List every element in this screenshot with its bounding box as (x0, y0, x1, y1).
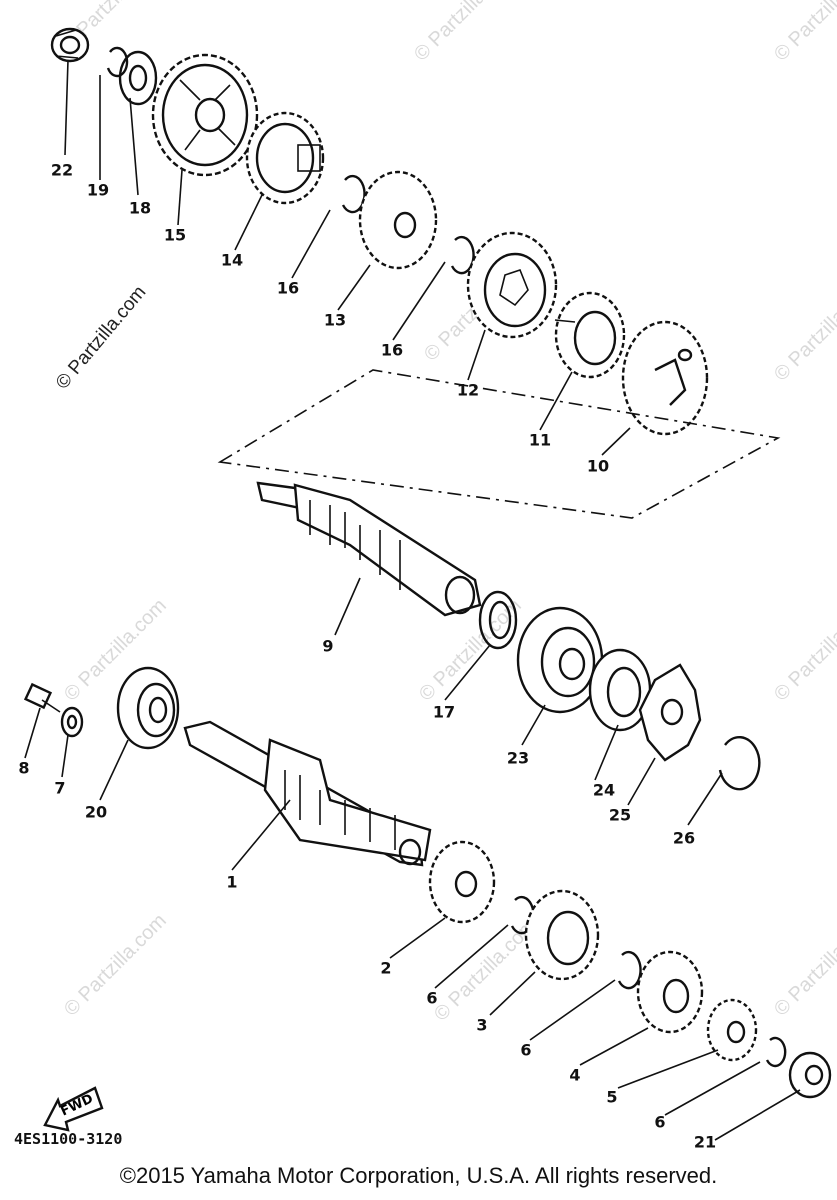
exploded-parts-diagram (23, 27, 832, 1141)
circlip-26 (718, 735, 761, 791)
gear-13 (358, 170, 438, 270)
circlip-19 (106, 46, 129, 78)
callout-19: 19 (86, 180, 110, 200)
bearing-23 (516, 606, 604, 714)
callout-13: 13 (323, 310, 347, 330)
callout-24: 24 (592, 780, 616, 800)
callout-14: 14 (220, 250, 244, 270)
callout-18: 18 (128, 198, 152, 218)
callout-25: 25 (608, 805, 632, 825)
callout-12: 12 (456, 380, 480, 400)
callout-17: 17 (432, 702, 456, 722)
callout-26: 26 (672, 828, 696, 848)
callout-15: 15 (163, 225, 187, 245)
callout-6: 6 (654, 1112, 666, 1132)
gear-15 (151, 53, 259, 177)
copyright-notice: ©2015 Yamaha Motor Corporation, U.S.A. A… (119, 1163, 718, 1188)
gear-2 (428, 840, 496, 924)
bearing-20 (116, 666, 180, 750)
bolt-8 (23, 682, 61, 713)
callout-9: 9 (322, 636, 334, 656)
assembly-boundary (217, 369, 781, 519)
callout-16: 16 (380, 340, 404, 360)
leader-lines (24, 59, 801, 1141)
callout-4: 4 (569, 1065, 581, 1085)
gear-4 (636, 950, 704, 1034)
needle-bearing-22 (50, 27, 90, 63)
gear-14 (245, 111, 325, 205)
drive-axle-9 (256, 481, 482, 617)
circlip-16 (341, 174, 366, 214)
callout-3: 3 (476, 1015, 488, 1035)
part-code: 4ES1100-3120 (14, 1130, 123, 1148)
callout-23: 23 (506, 748, 530, 768)
oil-seal-24 (588, 648, 652, 732)
circlip-6 (617, 950, 642, 990)
washer-18 (118, 50, 158, 106)
callout-1: 1 (226, 872, 238, 892)
callout-11: 11 (528, 430, 552, 450)
callout-16: 16 (276, 278, 300, 298)
callout-22: 22 (50, 160, 74, 180)
gear-12 (466, 231, 558, 339)
callout-8: 8 (18, 758, 30, 778)
callout-2: 2 (380, 958, 392, 978)
main-axle-1 (183, 720, 432, 867)
callout-20: 20 (84, 802, 108, 822)
gear-5 (706, 998, 758, 1062)
callout-5: 5 (606, 1087, 618, 1107)
sprocket-25 (638, 663, 702, 762)
gear-10 (621, 320, 709, 436)
callout-6: 6 (520, 1040, 532, 1060)
washer-7 (60, 706, 84, 738)
washer-17 (478, 590, 518, 650)
gear-11 (554, 291, 626, 379)
circlip-6 (765, 1036, 787, 1068)
callout-21: 21 (693, 1132, 717, 1152)
callout-10: 10 (586, 456, 610, 476)
fwd-arrow-icon (43, 1086, 104, 1132)
gear-3 (524, 889, 600, 981)
callout-7: 7 (54, 778, 66, 798)
needle-bearing-21 (788, 1051, 832, 1099)
callout-6: 6 (426, 988, 438, 1008)
